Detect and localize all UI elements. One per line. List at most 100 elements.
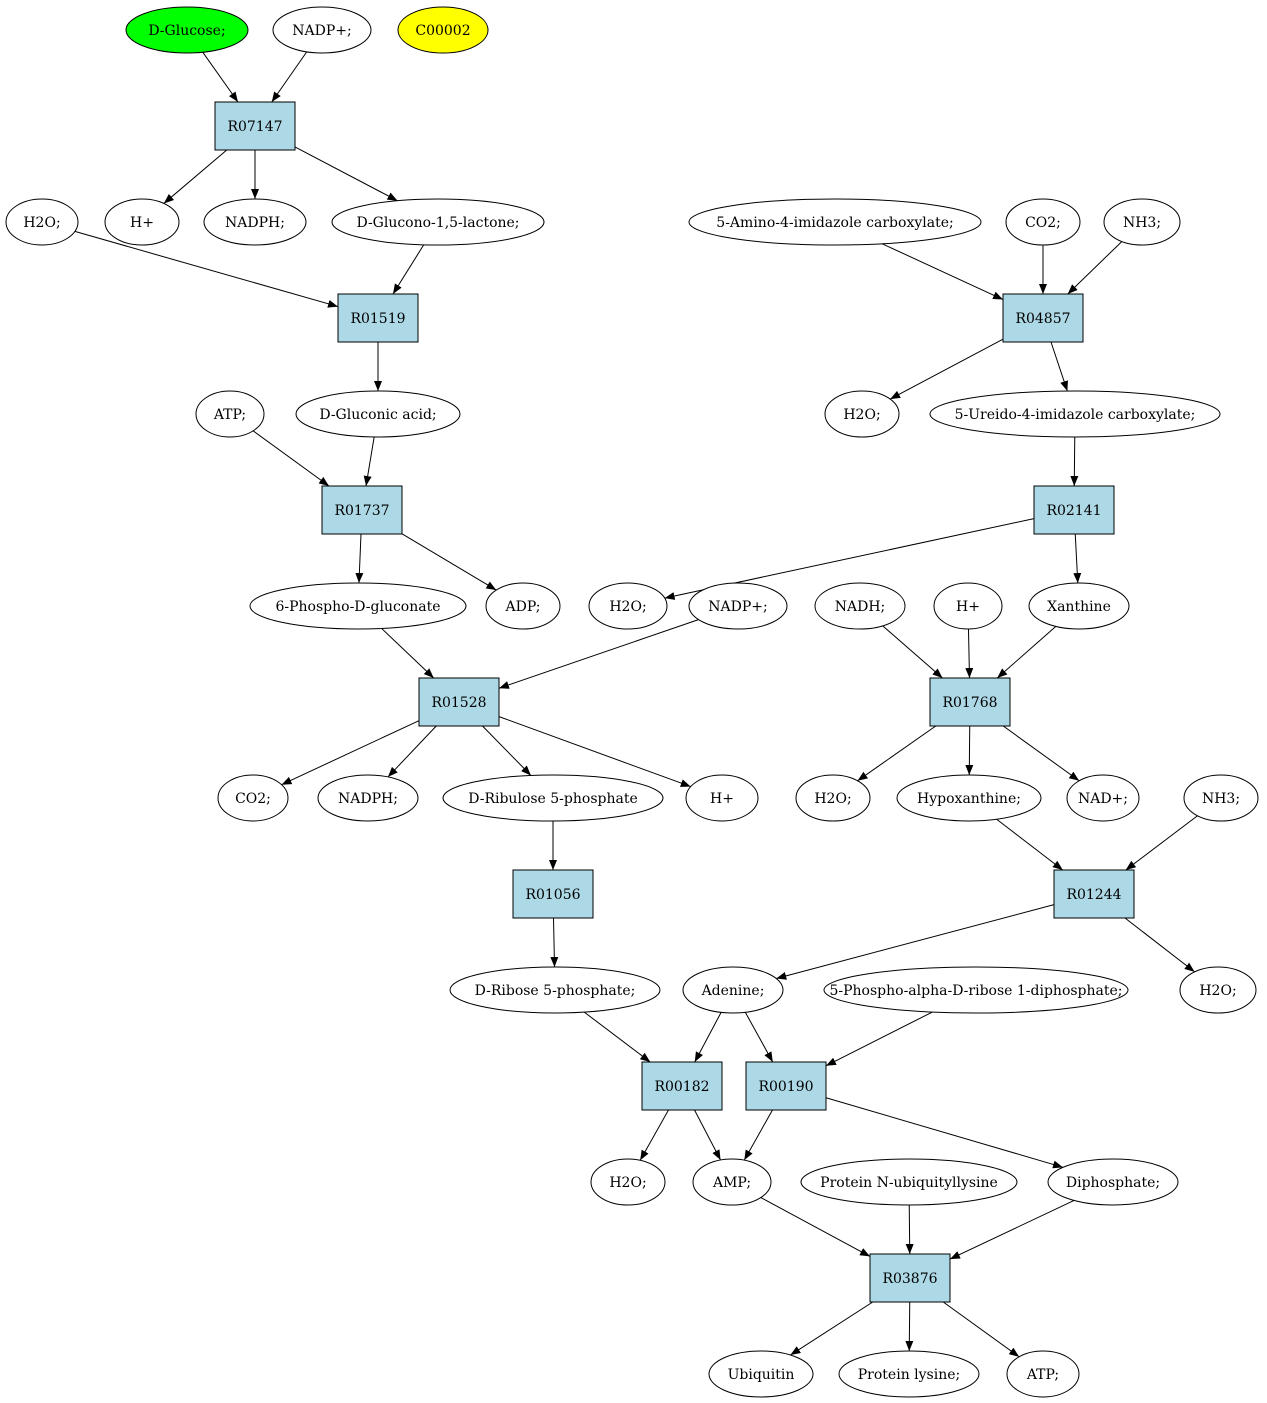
compound-node-c_nadph_1: NADPH; [203,198,307,246]
compound-node-c_ribulose: D-Ribulose 5-phosphate [442,774,664,822]
node-label: R03876 [882,1271,937,1287]
edge-r_R00182-to-c_h2o_6 [639,1109,669,1161]
nodes-layer: D-Glucose;NADP+;C00002R07147H2O;H+NADPH;… [5,6,1259,1398]
compound-node-c_hplus_3: H+ [933,582,1003,630]
compound-ellipse [249,582,467,630]
edge-c_dglucose-to-r_R07147 [202,51,239,103]
node-label: D-Ribose 5-phosphate; [475,983,636,999]
node-label: Protein lysine; [858,1367,960,1383]
compound-node-c_h2o_6: H2O; [590,1158,666,1206]
node-label: R02141 [1046,503,1101,519]
node-label: H2O; [814,791,851,807]
edge-r_R03876-to-c_ubiquitin [790,1301,874,1356]
node-label: H+ [956,599,980,615]
compound-ellipse [272,6,372,54]
reaction-box [1053,869,1135,919]
edge-c_nadp_1-to-r_R07147 [271,51,308,103]
edges-layer [74,51,1198,1358]
node-label: R07147 [227,119,282,135]
reaction-box [418,677,500,727]
compound-ellipse [442,774,664,822]
edge-c_diphos-to-r_R03876 [949,1199,1075,1260]
node-label: R00182 [654,1079,709,1095]
node-label: CO2; [1025,215,1061,231]
edge-r_R04857-to-c_h2o_3 [889,338,1004,400]
edge-c_nadp_2-to-r_R01528 [498,619,699,689]
node-label: 5-Amino-4-imidazole carboxylate; [716,215,953,231]
reaction-box [214,101,296,151]
node-label: Hypoxanthine; [917,791,1021,807]
compound-node-c_nadp_1: NADP+; [272,6,372,54]
node-label: Diphosphate; [1066,1175,1160,1191]
compound-node-c_h2o_3: H2O; [824,390,900,438]
compound-ellipse [823,966,1129,1014]
compound-node-c_nadh: NADH; [814,582,906,630]
reaction-box [869,1253,951,1303]
compound-node-c_co2_1: CO2; [217,774,289,822]
compound-ellipse [217,774,289,822]
edge-r_R04857-to-c_ureido [1050,341,1068,392]
compound-node-c_hplus_1: H+ [104,198,180,246]
compound-ellipse [896,774,1042,822]
reaction-node-r_R04857: R04857 [1002,293,1084,343]
compound-node-c_prpp: 5-Phospho-alpha-D-ribose 1-diphosphate; [823,966,1129,1014]
node-label: NAD+; [1078,791,1128,807]
node-label: R04857 [1015,311,1070,327]
node-label: 6-Phospho-D-gluconate [275,599,440,615]
node-label: NADPH; [225,215,285,231]
node-label: R01056 [525,887,580,903]
compound-ellipse [331,198,545,246]
node-label: D-Glucono-1,5-lactone; [356,215,519,231]
compound-node-c_h2o_2: H2O; [588,582,668,630]
compound-node-c_atp_1: ATP; [195,390,265,438]
edge-c_hypox-to-r_R01244 [996,818,1064,871]
edge-c_xanthine-to-r_R01768 [996,626,1057,679]
node-label: H2O; [609,599,646,615]
compound-ellipse [929,390,1221,438]
edge-c_aica-to-r_R04857 [881,243,1004,300]
node-label: Protein N-ubiquityllysine [820,1175,998,1191]
reaction-box [321,485,403,535]
node-label: H2O; [609,1175,646,1191]
compound-node-c_ubiquitin: Ubiquitin [708,1350,814,1398]
compound-node-c_adenine: Adenine; [682,966,784,1014]
edge-c_prpp-to-r_R00190 [825,1011,933,1067]
compound-node-c_nadp_2: NADP+; [688,582,788,630]
edge-c_protub-to-r_R03876 [905,1204,914,1255]
node-label: R01244 [1066,887,1121,903]
reaction-node-r_R01056: R01056 [512,869,594,919]
node-label: R01737 [334,503,389,519]
compound-node-c_diphos: Diphosphate; [1047,1158,1179,1206]
reaction-box [1033,485,1115,535]
reaction-box [1002,293,1084,343]
compound-ellipse [1028,582,1130,630]
edge-c_nh3_1-to-r_R04857 [1067,241,1123,295]
compound-ellipse [588,582,668,630]
edge-r_R01768-to-c_nadplus [1002,725,1080,782]
compound-node-c_nadph_2: NADPH; [317,774,419,822]
node-label: Ubiquitin [728,1367,795,1383]
node-label: NH3; [1202,791,1240,807]
compound-node-c_xanthine: Xanthine [1028,582,1130,630]
compound-node-c_atp_2: ATP; [1006,1350,1080,1398]
compound-node-c_nadplus: NAD+; [1066,774,1140,822]
node-label: D-Ribulose 5-phosphate [468,791,638,807]
edge-r_R01528-to-c_ribulose [482,725,532,776]
edge-r_R01244-to-c_adenine [776,904,1055,980]
compound-ellipse [814,582,906,630]
compound-ellipse [1066,774,1140,822]
compound-node-c_c00002: C00002 [397,6,489,54]
edge-r_R01244-to-c_h2o_5 [1124,917,1195,973]
edge-c_ribose-to-r_R00182 [583,1011,651,1063]
node-label: Adenine; [701,983,765,999]
node-label: NADP+; [708,599,767,615]
compound-node-c_ureido: 5-Ureido-4-imidazole carboxylate; [929,390,1221,438]
edge-r_R01528-to-c_hplus_2 [498,716,691,788]
node-label: R01528 [431,695,486,711]
compound-ellipse [195,390,265,438]
compound-ellipse [1047,1158,1179,1206]
edge-r_R03876-to-c_protlys [905,1301,914,1352]
edge-r_R01528-to-c_nadph_2 [387,725,437,778]
compound-node-c_amp: AMP; [692,1158,772,1206]
edge-r_R02141-to-c_xanthine [1073,533,1082,584]
